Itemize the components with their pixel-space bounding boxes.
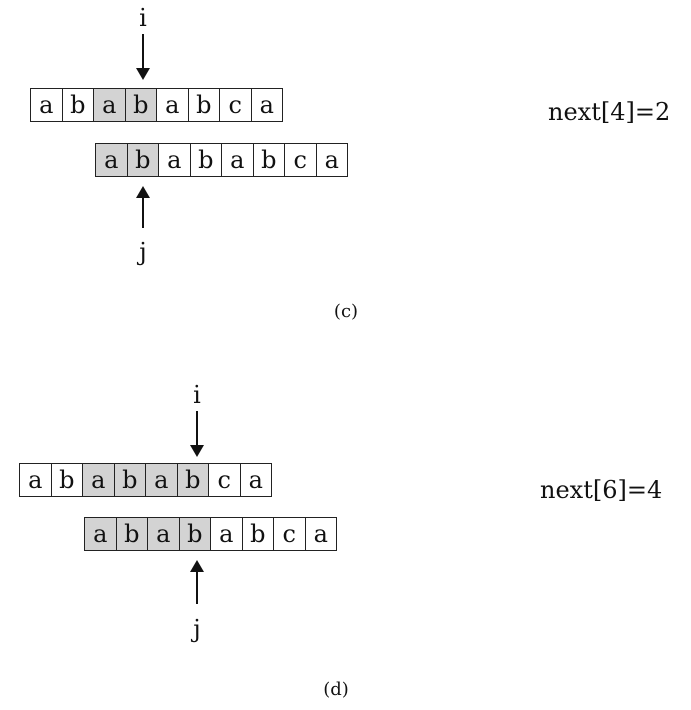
- pattern-cell: a: [158, 143, 191, 177]
- text-cell: b: [61, 88, 94, 122]
- text-cell: b: [176, 463, 209, 497]
- text-cell: b: [113, 463, 146, 497]
- text-cell: c: [219, 88, 252, 122]
- pattern-cell: c: [273, 517, 306, 551]
- pointer-i-label: i: [139, 4, 147, 32]
- pointer-j-arrow: [136, 186, 150, 228]
- text-cell: b: [187, 88, 220, 122]
- next-value-label: next[6]=4: [540, 476, 663, 504]
- text-string-row: a b a b a b c a: [19, 463, 272, 497]
- text-cell: a: [145, 463, 178, 497]
- text-cell: a: [30, 88, 63, 122]
- text-cell: a: [19, 463, 52, 497]
- pointer-i-label: i: [193, 381, 201, 409]
- pattern-string-row: a b a b a b c a: [84, 517, 337, 551]
- text-cell: a: [250, 88, 283, 122]
- pattern-cell: c: [284, 143, 317, 177]
- pattern-cell: b: [178, 517, 211, 551]
- text-cell: a: [156, 88, 189, 122]
- pattern-cell: a: [210, 517, 243, 551]
- pattern-cell: b: [189, 143, 222, 177]
- pointer-j-arrow: [190, 560, 204, 604]
- pattern-cell: a: [147, 517, 180, 551]
- text-cell: b: [50, 463, 83, 497]
- panel-caption: (c): [333, 301, 359, 322]
- pattern-cell: a: [221, 143, 254, 177]
- next-value-label: next[4]=2: [548, 98, 671, 126]
- pattern-cell: b: [241, 517, 274, 551]
- pattern-cell: b: [252, 143, 285, 177]
- pattern-cell: a: [304, 517, 337, 551]
- pointer-i-arrow: [190, 411, 204, 457]
- pattern-cell: b: [115, 517, 148, 551]
- text-cell: a: [239, 463, 272, 497]
- pattern-cell: a: [315, 143, 348, 177]
- text-cell: c: [208, 463, 241, 497]
- text-string-row: a b a b a b c a: [30, 88, 283, 122]
- panel-d: i a b a b a b c a a b a b a b c a j next…: [0, 355, 691, 710]
- pattern-cell: a: [84, 517, 117, 551]
- text-cell: b: [124, 88, 157, 122]
- pointer-j-label: j: [139, 238, 147, 266]
- panel-c: i a b a b a b c a a b a b a b c a j next…: [30, 4, 671, 322]
- text-cell: a: [93, 88, 126, 122]
- pointer-i-arrow: [136, 34, 150, 80]
- pattern-string-row: a b a b a b c a: [95, 143, 348, 177]
- pattern-cell: a: [95, 143, 128, 177]
- panel-caption: (d): [323, 679, 349, 700]
- pattern-cell: b: [126, 143, 159, 177]
- text-cell: a: [82, 463, 115, 497]
- pointer-j-label: j: [193, 615, 201, 643]
